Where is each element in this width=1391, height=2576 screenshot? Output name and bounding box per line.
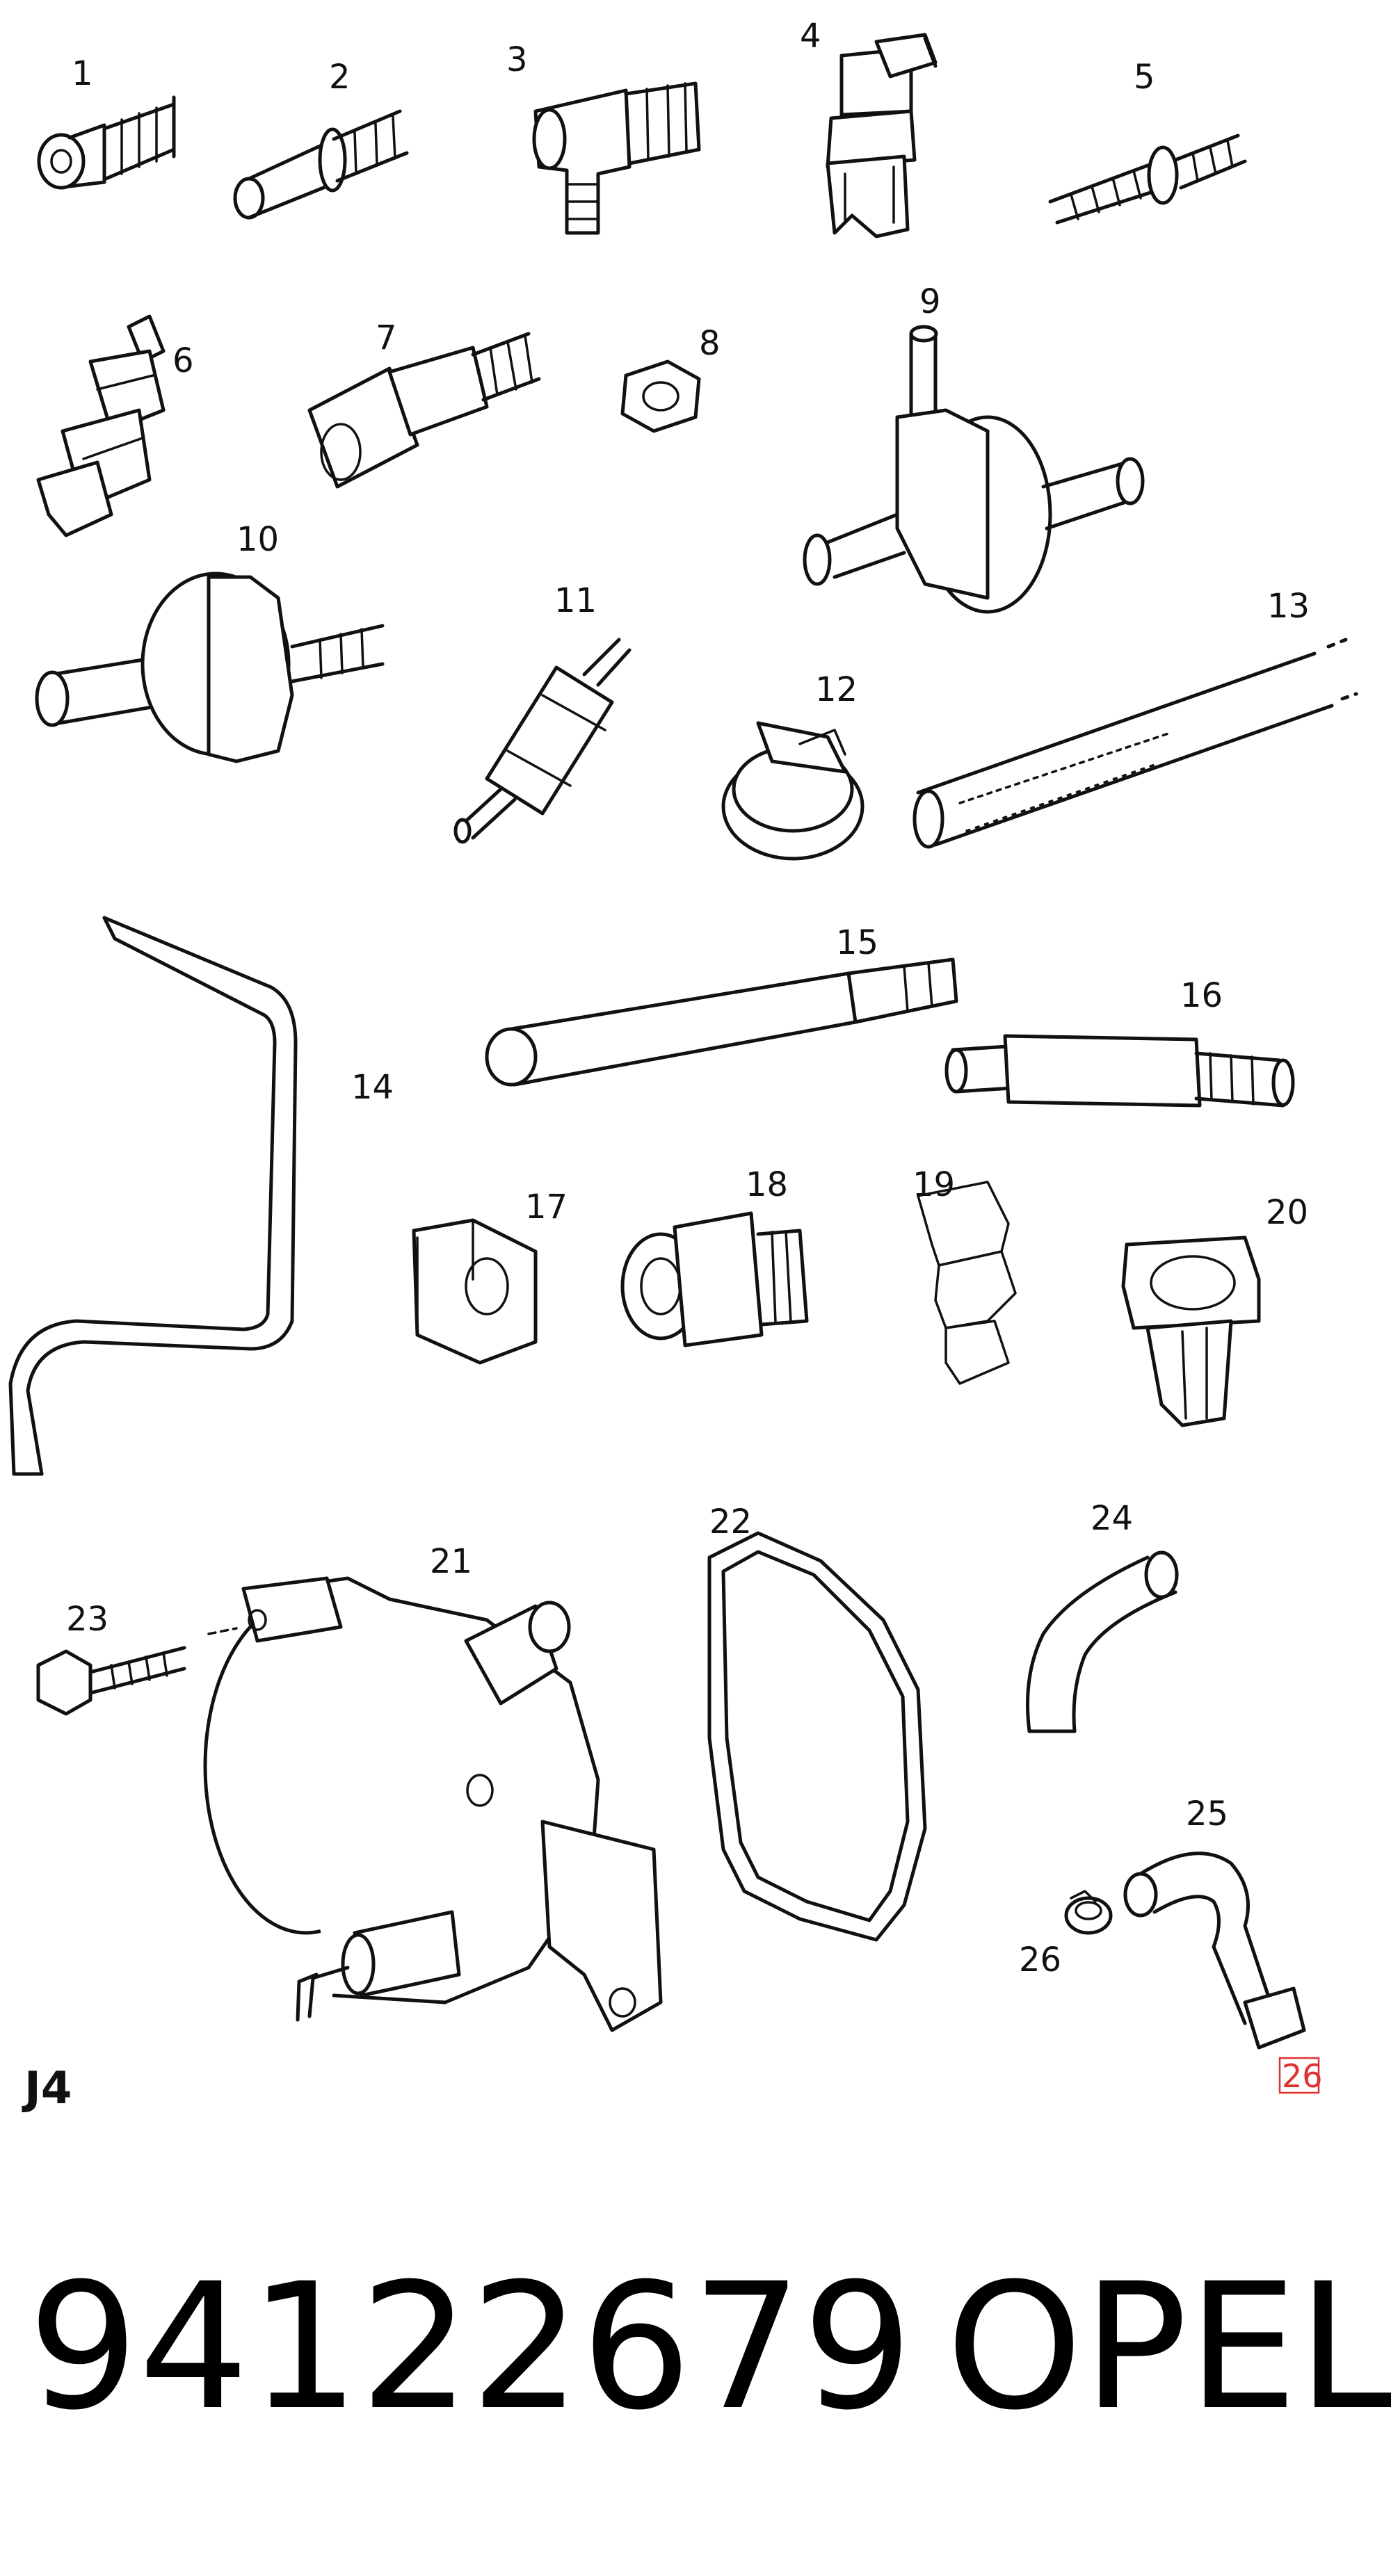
callout-9: 9 bbox=[919, 282, 941, 321]
part-3-elbow bbox=[532, 81, 701, 235]
callout-7: 7 bbox=[376, 318, 397, 357]
callout-17: 17 bbox=[525, 1188, 568, 1226]
part-13-hose bbox=[912, 638, 1358, 849]
part-24-curved-hose bbox=[1026, 1550, 1179, 1733]
part-16-double-connector bbox=[944, 1034, 1295, 1108]
callout-20: 20 bbox=[1266, 1193, 1308, 1232]
callout-22: 22 bbox=[709, 1502, 752, 1541]
highlight-label: 26 bbox=[1282, 2057, 1323, 2095]
part-10-check-valve bbox=[35, 572, 385, 763]
part-15-hose bbox=[485, 957, 958, 1087]
callout-4: 4 bbox=[800, 17, 821, 56]
callout-12: 12 bbox=[815, 670, 858, 709]
brand-name: OPEL bbox=[946, 2246, 1391, 2448]
callout-10: 10 bbox=[236, 520, 279, 559]
callout-8: 8 bbox=[699, 324, 721, 363]
part-25-bent-hose bbox=[1123, 1852, 1306, 2050]
part-17-grommet bbox=[412, 1218, 538, 1365]
callout-18: 18 bbox=[746, 1165, 788, 1204]
callout-25: 25 bbox=[1186, 1795, 1228, 1833]
part-18-union bbox=[620, 1211, 809, 1347]
callout-2: 2 bbox=[329, 58, 351, 97]
callout-13: 13 bbox=[1267, 587, 1310, 626]
callout-16: 16 bbox=[1180, 976, 1223, 1015]
callout-23: 23 bbox=[66, 1600, 108, 1639]
callout-14: 14 bbox=[351, 1068, 394, 1107]
part-14-bent-hose bbox=[8, 916, 298, 1476]
callout-11: 11 bbox=[554, 581, 597, 620]
callout-1: 1 bbox=[72, 54, 93, 93]
part-7-quick-connector bbox=[307, 332, 541, 489]
part-1-connector bbox=[37, 95, 176, 190]
part-9-check-valve bbox=[803, 325, 1145, 614]
callout-21: 21 bbox=[430, 1542, 472, 1581]
part-8-nut bbox=[620, 359, 701, 433]
part-26-clamp bbox=[1064, 1890, 1113, 1935]
part-6-quick-connector bbox=[36, 314, 166, 537]
sheet-label: J4 bbox=[22, 2063, 72, 2114]
callout-6: 6 bbox=[172, 341, 194, 380]
part-23-bolt bbox=[36, 1646, 186, 1716]
part-2-connector bbox=[233, 109, 409, 220]
callout-15: 15 bbox=[836, 923, 878, 962]
part-20-hose-clip bbox=[1121, 1236, 1261, 1427]
parts-diagram: 1 2 3 4 5 6 7 8 9 10 11 12 13 14 15 16 1… bbox=[8, 17, 1358, 2114]
part-21-vacuum-pump bbox=[203, 1576, 663, 2032]
part-19-clip bbox=[917, 1181, 1017, 1385]
callout-26: 26 bbox=[1019, 1941, 1061, 1979]
part-5-ribbed-connector bbox=[1048, 133, 1247, 225]
callout-5: 5 bbox=[1134, 58, 1155, 97]
part-12-hose-clamp bbox=[721, 721, 865, 861]
part-4-quick-connector bbox=[826, 33, 938, 238]
part-11-inline-filter bbox=[453, 638, 632, 844]
callout-19: 19 bbox=[912, 1165, 955, 1204]
part-22-gasket bbox=[707, 1531, 927, 1942]
callout-24: 24 bbox=[1091, 1499, 1133, 1538]
caption: 94122679 OPEL bbox=[0, 2246, 1391, 2454]
callout-3: 3 bbox=[506, 40, 528, 79]
part-number: 94122679 bbox=[28, 2246, 913, 2448]
highlight-box bbox=[1278, 2057, 1320, 2094]
